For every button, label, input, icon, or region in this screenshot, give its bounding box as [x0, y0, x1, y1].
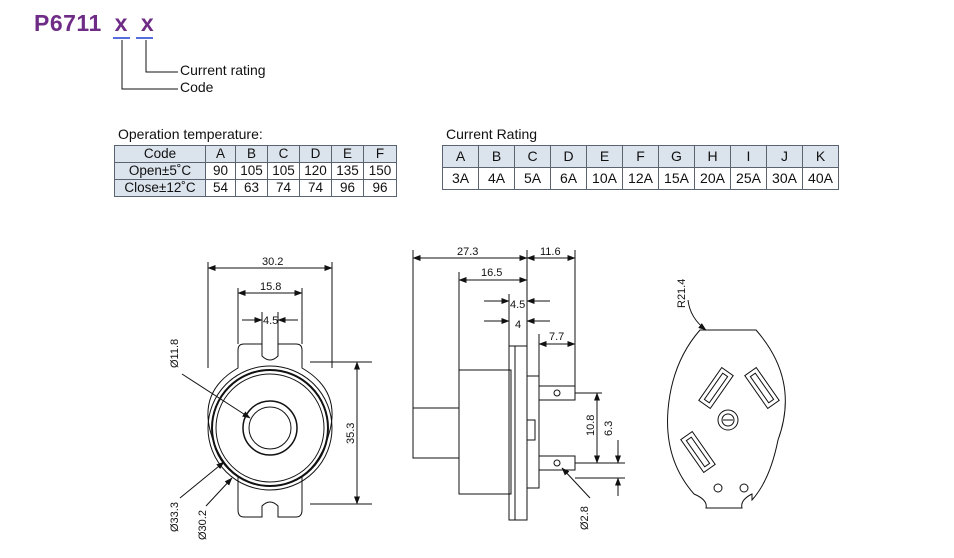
- leader-code: [121, 40, 178, 90]
- back-center-screw: [717, 409, 739, 431]
- side-terminal-block: [526, 375, 540, 489]
- table-row: 3A 4A 5A 6A 10A 12A 15A 20A 25A 30A 40A: [442, 167, 839, 190]
- back-center-screw-inner: [721, 413, 735, 427]
- side-flange: [508, 345, 528, 521]
- side-dim-body-length: 27.3: [457, 246, 478, 258]
- table-cell: 20A: [694, 167, 731, 190]
- table-cell: A: [442, 145, 479, 168]
- legend-code: Code: [180, 79, 214, 95]
- temperature-table-title: Operation temperature:: [118, 126, 263, 142]
- leader-current-rating: [145, 40, 178, 73]
- front-dim-width: 30.2: [262, 256, 283, 268]
- front-dim-inner-dia: Ø11.8: [169, 339, 181, 368]
- table-row: Open±5˚C 90 105 105 120 135 150: [114, 162, 397, 180]
- side-view-labels: 27.3 11.6 16.5 4.5 4 7.7 10.8 6.3 Ø2.8: [457, 246, 615, 530]
- side-center-post: [526, 419, 536, 441]
- part-number-suffix-1: x: [114, 10, 128, 36]
- front-dim-ring-dia: Ø30.2: [197, 510, 209, 540]
- side-body: [458, 369, 512, 495]
- terminal-lower: [538, 455, 576, 471]
- back-terminal-slot-right: [744, 366, 780, 410]
- rating-table-title: Current Rating: [446, 126, 538, 142]
- back-hole-right: [739, 483, 749, 493]
- table-cell: 5A: [514, 167, 551, 190]
- table-cell: 25A: [730, 167, 767, 190]
- part-number-base: P6711: [34, 10, 102, 36]
- table-cell: C: [514, 145, 551, 168]
- back-terminal-slot-left: [698, 366, 734, 410]
- front-button: [248, 406, 292, 450]
- table-cell: 96: [363, 179, 397, 197]
- side-dim-hole-dia: Ø2.8: [579, 506, 591, 530]
- side-dim-terminal-offset: 7.7: [549, 331, 564, 343]
- leader-hole-dia: [561, 467, 591, 499]
- table-cell: H: [694, 145, 731, 168]
- back-dim-radius: R21.4: [676, 279, 688, 308]
- back-body-outline: [667, 329, 786, 509]
- table-row-label: Close±12˚C: [114, 179, 206, 197]
- code-legend-leaders: [121, 40, 178, 90]
- table-cell: B: [478, 145, 515, 168]
- leader-radius: [687, 299, 707, 331]
- front-dim-outer-dia: Ø33.3: [169, 502, 181, 532]
- front-outer-ring: [207, 365, 333, 491]
- leader-outer-dia: [179, 461, 225, 499]
- table-cell: 3A: [442, 167, 479, 190]
- leader-ring-dia: [205, 477, 233, 507]
- table-cell: 4A: [478, 167, 515, 190]
- part-number-title: P6711 x x: [34, 10, 154, 37]
- side-view: [412, 250, 625, 521]
- table-cell: D: [299, 145, 332, 163]
- part-number-suffix-2: x: [140, 10, 155, 36]
- table-cell: 40A: [802, 167, 839, 190]
- table-cell: F: [363, 145, 397, 163]
- table-header-row: A B C D E F G H I J K: [442, 145, 839, 168]
- front-button-outer: [242, 400, 298, 456]
- side-plunger: [412, 407, 460, 459]
- front-dim-slot-spacing: 15.8: [260, 281, 281, 293]
- table-cell: 120: [299, 162, 332, 180]
- side-dim-mid: 16.5: [481, 267, 502, 279]
- table-row: Close±12˚C 54 63 74 74 96 96: [114, 179, 397, 197]
- side-dim-hole-offset: 6.3: [603, 421, 615, 436]
- back-view-labels: R21.4: [676, 279, 688, 308]
- terminal-lower-hole: [553, 459, 561, 467]
- table-cell: 15A: [658, 167, 695, 190]
- back-hole-left: [713, 483, 723, 493]
- temperature-table: Code A B C D E F Open±5˚C 90 105 105 120…: [114, 145, 397, 197]
- legend-current-rating: Current rating: [180, 62, 266, 78]
- front-view-labels: 30.2 15.8 4.5 35.3 Ø11.8 Ø33.3 Ø30.2: [169, 256, 357, 540]
- front-view: [179, 262, 372, 518]
- side-dim-terminal-spacing: 10.8: [585, 415, 597, 436]
- table-cell: G: [658, 145, 695, 168]
- front-inner-ring: [215, 373, 325, 483]
- table-row-label: Open±5˚C: [114, 162, 206, 180]
- side-dim-gap-1: 4.5: [510, 299, 525, 311]
- side-dim-gap-2: 4: [515, 319, 521, 331]
- back-terminal-slot-bottom: [680, 430, 716, 474]
- terminal-upper: [538, 385, 576, 401]
- rating-table: A B C D E F G H I J K 3A 4A 5A 6A 10A 12…: [442, 145, 839, 190]
- table-cell: 90: [205, 162, 236, 180]
- front-dim-slot-width: 4.5: [263, 315, 278, 327]
- table-cell: E: [331, 145, 364, 163]
- terminal-upper-hole: [553, 389, 561, 397]
- table-cell: B: [235, 145, 268, 163]
- table-cell: 135: [331, 162, 364, 180]
- front-ring-thick: [211, 369, 329, 487]
- leader-inner-dia: [181, 373, 251, 419]
- front-dim-height: 35.3: [345, 423, 357, 444]
- table-cell: D: [550, 145, 587, 168]
- back-view: [667, 299, 786, 509]
- table-cell: I: [730, 145, 767, 168]
- table-cell: F: [622, 145, 659, 168]
- table-cell: K: [802, 145, 839, 168]
- side-dim-terminal-length: 11.6: [540, 246, 561, 258]
